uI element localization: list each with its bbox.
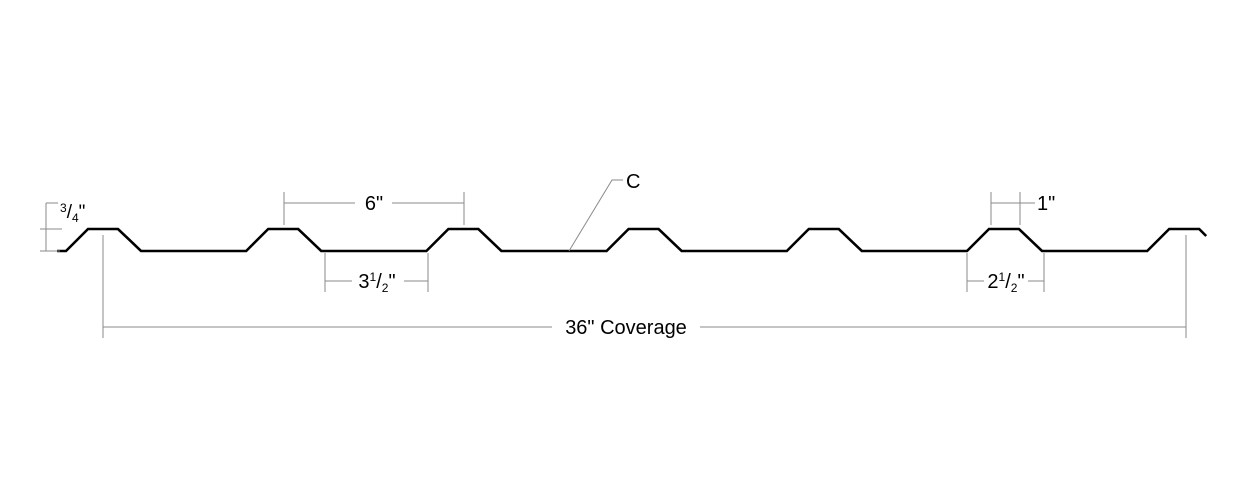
callout-c: C	[568, 171, 640, 252]
coverage-dimension: 36" Coverage	[102, 235, 1187, 339]
callout-label: C	[626, 171, 640, 193]
rib-spacing-dimension: 6"	[283, 192, 465, 225]
valley-width-dimension: 31/2"	[324, 253, 429, 295]
rib-base-dimension: 21/2"	[966, 253, 1045, 295]
rib-height-dimension: 3/4"	[40, 201, 85, 252]
rib-top-dimension: 1"	[990, 192, 1055, 225]
valley-width-label: 31/2"	[358, 270, 395, 295]
rib-top-label: 1"	[1037, 193, 1055, 215]
rib-height-label: 3/4"	[60, 201, 85, 225]
rib-spacing-label: 6"	[365, 193, 383, 215]
panel-profile-outline	[57, 227, 1208, 253]
coverage-label: 36" Coverage	[565, 317, 687, 339]
rib-base-label: 21/2"	[987, 270, 1024, 295]
